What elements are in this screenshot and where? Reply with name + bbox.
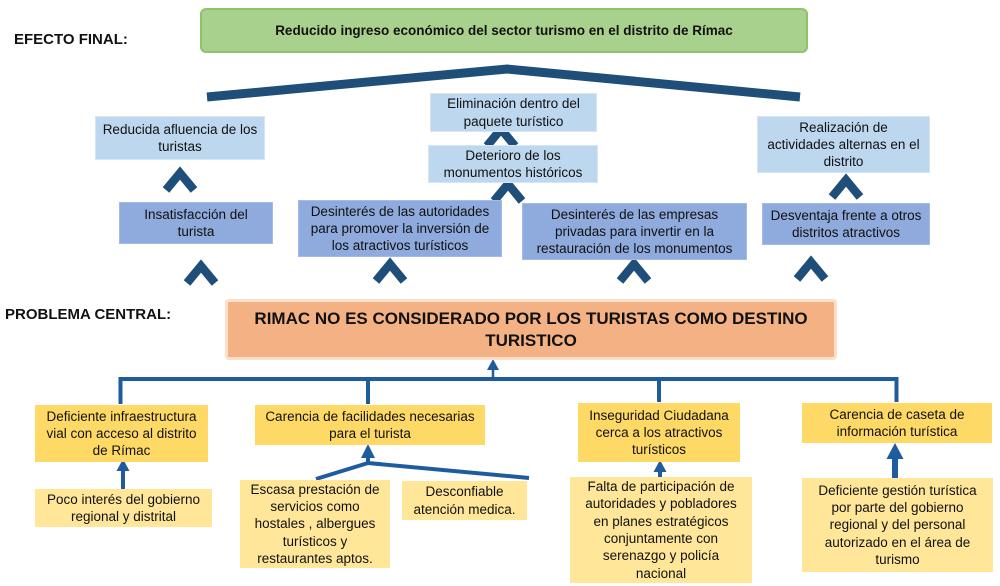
fork-lines bbox=[315, 456, 530, 481]
cause-direct-box: Carencia de facilidades necesarias para … bbox=[255, 405, 485, 445]
chevron-group bbox=[162, 122, 864, 286]
cause-direct-box: Deficiente infraestructura vial con acce… bbox=[35, 405, 208, 462]
chevron-up-icon bbox=[162, 166, 198, 193]
effect-direct-box: Desventaja frente a otros distritos atra… bbox=[762, 203, 930, 245]
chevron-up-icon bbox=[793, 255, 829, 282]
effect-indirect-box: Realización de actividades alternas en e… bbox=[757, 116, 930, 173]
bracket-line bbox=[118, 377, 899, 404]
problema-central-label: PROBLEMA CENTRAL: bbox=[5, 306, 172, 323]
cause-indirect-box: Desconfiable atención medica. bbox=[402, 481, 527, 520]
cause-direct-box: Carencia de caseta de información turíst… bbox=[802, 403, 992, 443]
left-cause-arrow bbox=[116, 459, 130, 490]
final-effect-box: Reducido ingreso económico del sector tu… bbox=[200, 8, 808, 53]
cause-direct-box: Inseguridad Ciudadana cerca a los atract… bbox=[578, 403, 740, 462]
cause-indirect-box: Escasa prestación de servicios como host… bbox=[240, 480, 390, 568]
right-cause-arrow bbox=[886, 443, 904, 478]
chevron-up-icon bbox=[828, 173, 864, 200]
causes-bracket bbox=[118, 359, 899, 404]
efecto-final-label: EFECTO FINAL: bbox=[14, 31, 128, 48]
cause-indirect-box: Falta de participación de autoridades y … bbox=[570, 477, 752, 583]
up-arrow-icon bbox=[886, 443, 904, 459]
central-problem-box: RIMAC NO ES CONSIDERADO POR LOS TURISTAS… bbox=[225, 299, 837, 360]
chevron-up-icon bbox=[372, 257, 408, 284]
effect-indirect-box: Reducida afluencia de los turistas bbox=[95, 116, 265, 160]
effect-indirect-box: Eliminación dentro del paquete turístico bbox=[430, 93, 597, 132]
effect-direct-box: Insatisfacción del turista bbox=[119, 202, 273, 244]
cause-indirect-box: Deficiente gestión turística por parte d… bbox=[802, 478, 993, 572]
chevron-up-icon bbox=[183, 259, 219, 286]
cause-indirect-box: Poco interés del gobierno regional y dis… bbox=[35, 489, 212, 527]
chevron-up-icon bbox=[490, 177, 526, 204]
up-arrow-icon bbox=[361, 444, 375, 458]
up-arrow-icon bbox=[487, 359, 499, 370]
up-arrow-icon bbox=[116, 459, 130, 471]
effect-direct-box: Desinterés de las autoridades para promo… bbox=[298, 200, 502, 257]
middle-fork bbox=[315, 444, 530, 481]
effect-indirect-box: Deterioro de los monumentos históricos bbox=[428, 145, 598, 183]
chevron-up-icon bbox=[616, 257, 652, 284]
effect-direct-box: Desinterés de las empresas privadas para… bbox=[522, 203, 747, 260]
roof-line bbox=[206, 64, 801, 102]
up-arrow-icon bbox=[653, 460, 667, 472]
inseguridad-arrow bbox=[653, 460, 667, 478]
